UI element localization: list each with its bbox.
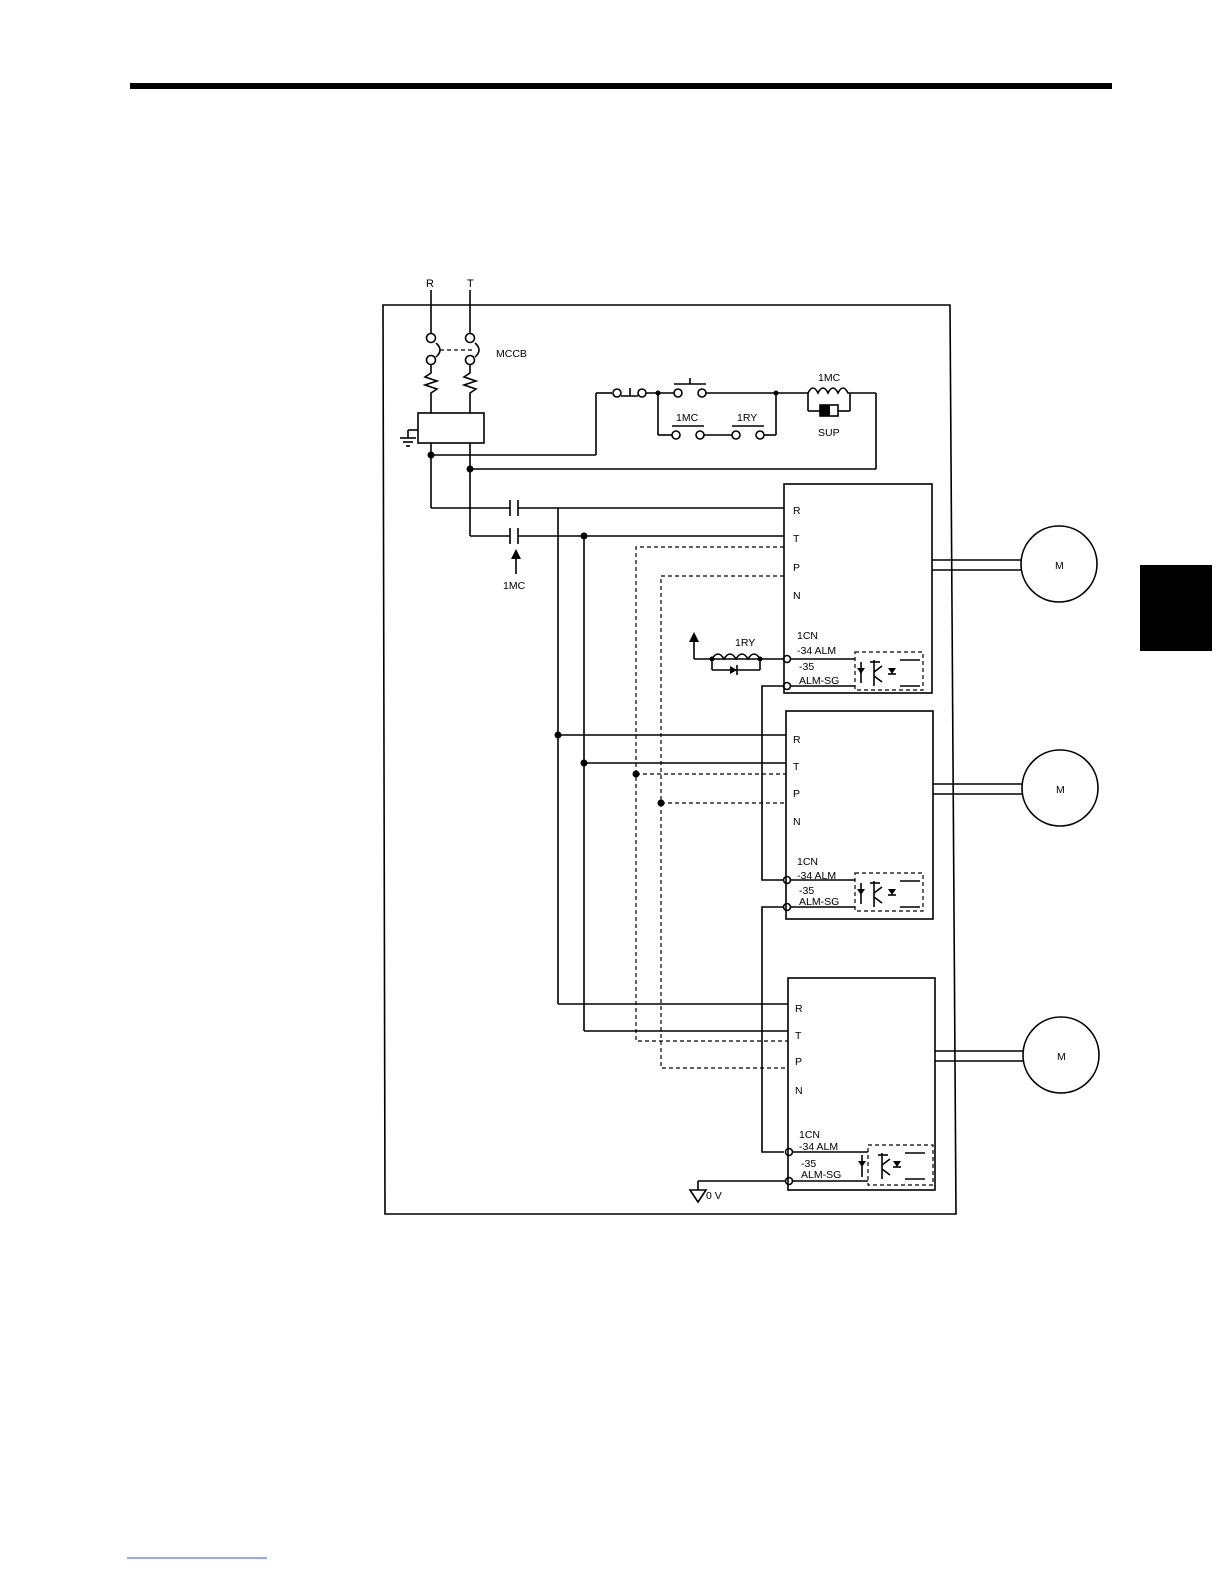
main-contactor-label: 1MC [503, 580, 526, 592]
terminal-t-label: T [795, 1030, 802, 1042]
terminal-p-label: P [793, 788, 800, 800]
connector-name: 1CN [799, 1129, 820, 1141]
terminal-t-label: T [793, 533, 800, 545]
contactor-coil-label: 1MC [818, 372, 841, 384]
motor-3-label: M [1057, 1051, 1066, 1063]
connector-sg: ALM-SG [801, 1169, 841, 1181]
terminal-p-label: P [793, 562, 800, 574]
aux-contact-ry-label: 1RY [737, 412, 757, 424]
terminal-p-label: P [795, 1056, 802, 1068]
supply-t-label: T [467, 278, 474, 290]
ground-0v: 0 V [690, 1181, 785, 1202]
connector-name: 1CN [797, 630, 818, 642]
alarm-relay-label: 1RY [735, 637, 755, 649]
suppressor-label: SUP [818, 427, 840, 439]
terminal-n-label: N [793, 590, 801, 602]
enclosure-frame [383, 305, 956, 1214]
mccb: MCCB [425, 290, 527, 413]
ground-label: 0 V [706, 1190, 722, 1202]
terminal-r-label: R [793, 734, 801, 746]
section-tab [1140, 565, 1212, 651]
control-circuit: 1MC 1RY 1MC SUP [431, 372, 876, 469]
motor-1-label: M [1055, 560, 1064, 572]
alarm-relay: 1RY [689, 632, 783, 675]
terminal-r-label: R [793, 505, 801, 517]
connector-name: 1CN [797, 856, 818, 868]
main-contactor: 1MC [431, 500, 784, 592]
mccb-label: MCCB [496, 348, 527, 360]
terminal-t-label: T [793, 761, 800, 773]
noise-filter [418, 413, 484, 443]
aux-contact-mc-label: 1MC [676, 412, 699, 424]
supply-r-label: R [426, 278, 434, 290]
terminal-n-label: N [795, 1085, 803, 1097]
connector-alm: -34 ALM [797, 645, 836, 657]
filter-ground [400, 430, 418, 446]
header-rule [130, 83, 1112, 89]
connector-sg-num: -35 [799, 661, 814, 673]
motor-2-label: M [1056, 784, 1065, 796]
servo-pack-3: R T P N 1CN -34 ALM -35 ALM-SG [786, 978, 936, 1190]
terminal-n-label: N [793, 816, 801, 828]
servo-pack-1: R T P N 1CN -34 ALM -35 ALM-SG [784, 484, 933, 693]
terminal-r-label: R [795, 1003, 803, 1015]
servo-pack-2: R T P N 1CN -34 ALM -35 ALM-SG [784, 711, 934, 919]
